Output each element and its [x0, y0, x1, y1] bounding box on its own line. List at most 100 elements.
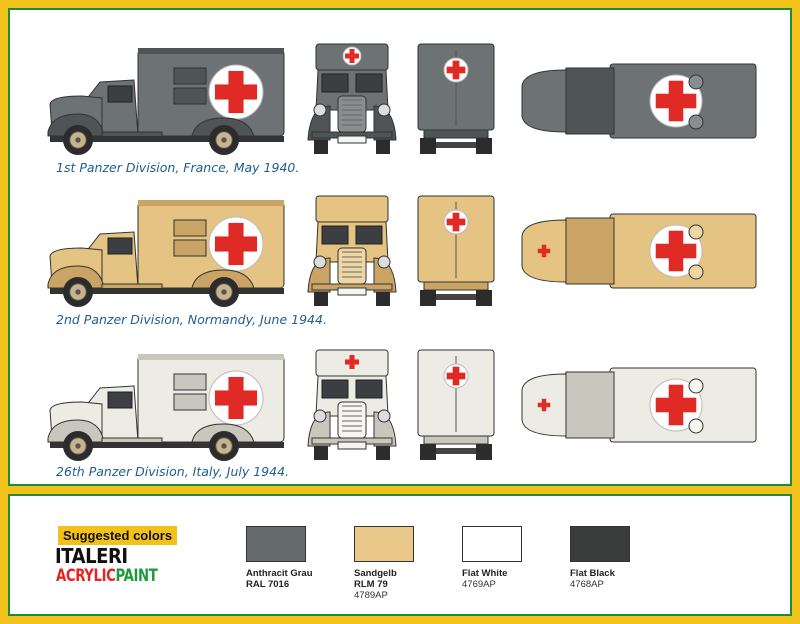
tyre-right	[476, 444, 492, 460]
tyre-right	[376, 446, 390, 460]
headlight-right	[377, 103, 391, 117]
tyre-left	[314, 292, 328, 306]
box-roof-rail	[138, 354, 284, 360]
top-view-1	[521, 63, 757, 139]
rear-view-3	[417, 349, 495, 460]
red-cross-icon	[214, 390, 258, 406]
swatch-anthracit-grau	[246, 526, 306, 562]
rear-step	[423, 281, 489, 291]
chassis	[50, 442, 284, 448]
caption-3: 26th Panzer Division, Italy, July 1944.	[56, 464, 289, 479]
tyre-right	[376, 292, 390, 306]
swatch-sandgelb	[354, 526, 414, 562]
brand-acrylic-text: ACRYLIC	[56, 566, 116, 586]
cab-window	[107, 85, 133, 103]
paint-legend-panel: Suggested colors ITALERI ACRYLICPAINT An…	[8, 494, 792, 616]
swatch-code-4: 4768AP	[570, 579, 604, 590]
red-cross-icon	[655, 93, 697, 109]
top-view-2	[521, 213, 757, 289]
tyre-left	[314, 140, 328, 154]
brand-logo-italeri: ITALERI	[55, 544, 128, 568]
windshield-left	[321, 225, 349, 245]
rear-view-1	[417, 43, 495, 154]
red-cross-icon	[655, 243, 697, 259]
tyre-left	[314, 446, 328, 460]
vehicle-profiles-panel: 1st Panzer Division, France, May 1940.	[8, 8, 792, 486]
red-cross-icon	[446, 66, 466, 74]
headlight-left	[313, 255, 327, 269]
side-view-3	[47, 354, 285, 461]
axle	[436, 448, 476, 454]
brand-logo-acrylic-paint: ACRYLICPAINT	[56, 566, 158, 586]
wheel-center	[221, 443, 227, 449]
radiator-grille	[337, 401, 367, 439]
cab-roof	[562, 67, 615, 135]
chassis	[50, 288, 284, 294]
cab-roof	[562, 217, 615, 285]
windshield-right	[355, 379, 383, 399]
side-view-1	[47, 48, 285, 155]
red-cross-icon	[446, 372, 466, 380]
roof-vent	[688, 224, 704, 240]
box-window	[173, 373, 207, 391]
wheel-center	[221, 289, 227, 295]
top-view-3	[521, 367, 757, 443]
rear-step	[423, 435, 489, 445]
red-cross-icon	[446, 218, 466, 226]
bonnet-top	[521, 69, 567, 133]
caption-2: 2nd Panzer Division, Normandy, June 1944…	[56, 312, 327, 327]
suggested-colors-label: Suggested colors	[58, 526, 178, 545]
red-cross-icon	[537, 248, 551, 254]
tyre-left	[420, 290, 436, 306]
roof-vent	[688, 264, 704, 280]
swatch-code-3: 4769AP	[462, 579, 496, 590]
red-cross-icon	[655, 397, 697, 413]
windshield-left	[321, 379, 349, 399]
wheel-center	[221, 137, 227, 143]
swatch-name-2: Sandgelb	[354, 568, 397, 579]
swatch-code-2a: RLM 79	[354, 579, 388, 590]
headlight-left	[313, 409, 327, 423]
side-view-2	[47, 200, 285, 307]
wheel-center	[75, 443, 81, 449]
grille-bars	[342, 251, 362, 278]
swatch-name-1: Anthracit Grau	[246, 568, 313, 579]
windshield-right	[355, 73, 383, 93]
headlight-left	[313, 103, 327, 117]
tyre-right	[476, 290, 492, 306]
chassis	[50, 136, 284, 142]
swatch-name-3: Flat White	[462, 568, 508, 579]
roof-vent	[688, 378, 704, 394]
cab-window	[107, 391, 133, 409]
windshield-left	[321, 73, 349, 93]
front-view-3	[307, 349, 397, 460]
axle	[436, 294, 476, 300]
grille-bars	[342, 99, 362, 126]
front-view-2	[307, 195, 397, 306]
red-cross-icon	[344, 359, 360, 365]
swatch-code-2b: 4789AP	[354, 590, 388, 601]
tyre-right	[476, 138, 492, 154]
rear-view-2	[417, 195, 495, 306]
cab-roof	[562, 371, 615, 439]
windshield-right	[355, 225, 383, 245]
license-plate	[337, 441, 367, 450]
license-plate	[337, 287, 367, 296]
roof-vent	[688, 418, 704, 434]
box-roof-rail	[138, 48, 284, 54]
tyre-left	[420, 444, 436, 460]
box-window	[173, 393, 207, 411]
caption-1: 1st Panzer Division, France, May 1940.	[56, 160, 300, 175]
red-cross-icon	[344, 53, 360, 59]
axle	[436, 142, 476, 148]
brand-paint-text: PAINT	[115, 566, 158, 586]
roof-vent	[688, 74, 704, 90]
wheel-center	[75, 137, 81, 143]
swatch-name-4: Flat Black	[570, 568, 615, 579]
box-window	[173, 87, 207, 105]
rear-step	[423, 129, 489, 139]
red-cross-icon	[537, 402, 551, 408]
box-window	[173, 67, 207, 85]
red-cross-icon	[214, 236, 258, 252]
swatch-flat-white	[462, 526, 522, 562]
